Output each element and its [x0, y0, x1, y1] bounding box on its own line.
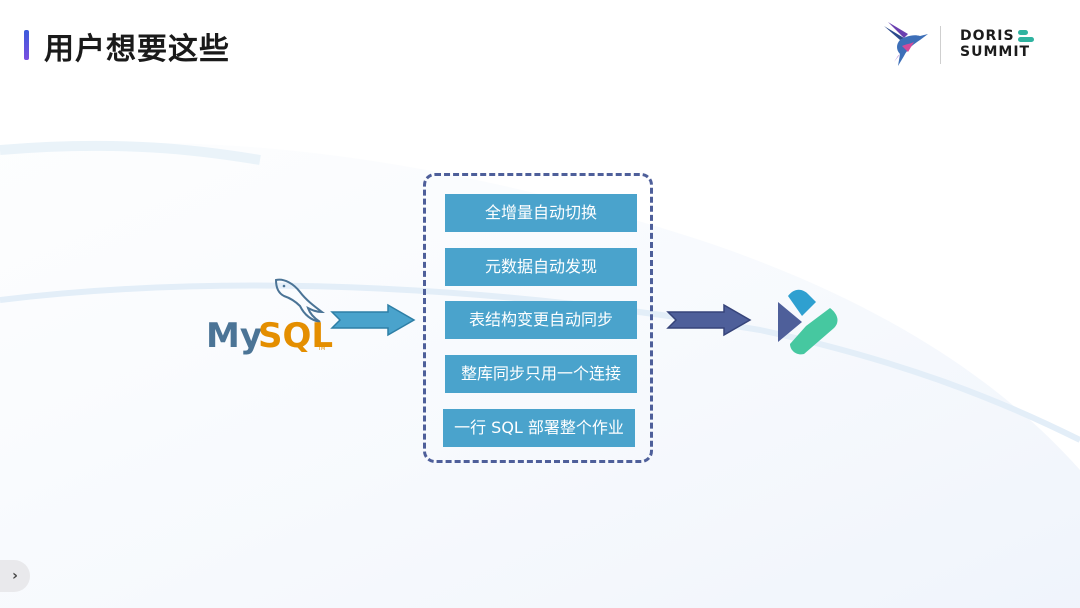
page-title: 用户想要这些	[44, 32, 230, 67]
logo-dots-icon	[1018, 30, 1034, 42]
feature-item: 元数据自动发现	[445, 248, 637, 286]
title-accent-bar	[24, 30, 29, 60]
feature-item: 整库同步只用一个连接	[445, 355, 637, 393]
feature-item: 表结构变更自动同步	[445, 301, 637, 339]
arrow-mysql-to-features	[330, 303, 416, 337]
mysql-text-sql: SQL	[258, 316, 334, 356]
arrow-features-to-doris	[666, 303, 752, 337]
doris-summit-logo: DORIS SUMMIT	[880, 18, 1056, 74]
logo-line-2: SUMMIT	[960, 44, 1031, 60]
hummingbird-icon	[884, 22, 928, 66]
logo-line-1: DORIS	[960, 28, 1015, 44]
apache-doris-icon	[778, 289, 838, 355]
mysql-logo: My SQL TM	[200, 276, 334, 366]
mysql-trademark: TM	[318, 346, 326, 352]
mysql-dolphin-icon	[274, 278, 326, 323]
chevron-right-icon[interactable]: ›	[0, 560, 30, 592]
feature-item: 一行 SQL 部署整个作业	[443, 409, 635, 447]
logo-divider	[940, 26, 941, 64]
feature-group-box	[423, 173, 653, 463]
mysql-text-my: My	[206, 316, 262, 356]
feature-item: 全增量自动切换	[445, 194, 637, 232]
logo-text: DORIS SUMMIT	[960, 28, 1030, 60]
